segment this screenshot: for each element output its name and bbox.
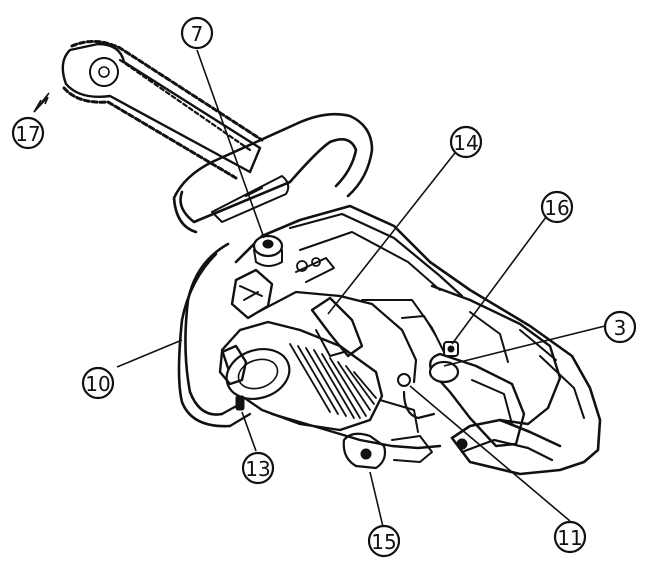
callout-3-label: 3 [614, 316, 627, 340]
callout-17-label: 17 [15, 122, 40, 146]
callout-7: 7 [180, 16, 214, 50]
guide-bar [61, 40, 264, 180]
callout-14: 14 [449, 125, 483, 159]
callout-7-label: 7 [191, 22, 204, 46]
engine-body [230, 204, 602, 476]
callout-11: 11 [553, 520, 587, 554]
callout-14-label: 14 [453, 131, 478, 155]
callout-16-label: 16 [544, 196, 569, 220]
front-handle [172, 112, 374, 428]
starter-housing [218, 320, 442, 470]
callout-13: 13 [241, 451, 275, 485]
callout-16: 16 [540, 190, 574, 224]
callout-17: 17 [11, 116, 45, 150]
callout-10-label: 10 [85, 372, 110, 396]
callout-15: 15 [367, 524, 401, 558]
callout-15-label: 15 [371, 530, 396, 554]
leader-lines [33, 49, 606, 532]
callout-13-label: 13 [245, 457, 270, 481]
callout-10: 10 [81, 366, 115, 400]
callout-11-label: 11 [557, 526, 582, 550]
callout-3: 3 [603, 310, 637, 344]
